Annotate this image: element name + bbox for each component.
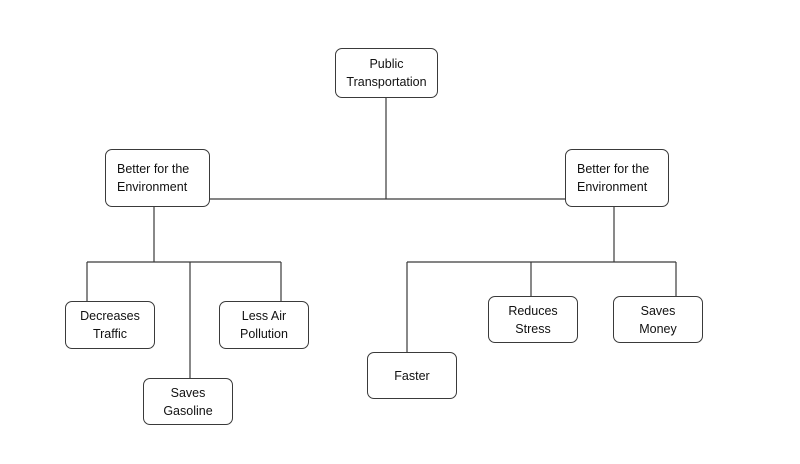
- root-node-public-transportation: Public Transportation: [335, 48, 438, 98]
- leaf-node-label: Faster: [394, 368, 430, 383]
- leaf-node-decreases-traffic: Decreases Traffic: [65, 301, 155, 349]
- branch-node-left: Better for the Environment: [105, 149, 210, 207]
- leaf-node-label: Saves Gasoline: [163, 385, 213, 418]
- root-node-label: Public Transportation: [346, 57, 427, 89]
- branch-node-left-label: Better for the Environment: [117, 162, 190, 194]
- leaf-node-less-air-pollution: Less Air Pollution: [219, 301, 309, 349]
- branch-node-right-label: Better for the Environment: [577, 162, 650, 194]
- branch-node-right: Better for the Environment: [565, 149, 669, 207]
- leaf-node-faster: Faster: [367, 352, 457, 399]
- leaf-node-saves-gasoline: Saves Gasoline: [143, 378, 233, 425]
- leaf-node-label: Decreases Traffic: [80, 309, 140, 341]
- leaf-node-label: Less Air Pollution: [240, 309, 288, 341]
- leaf-node-label: Saves Money: [639, 303, 677, 336]
- leaf-node-reduces-stress: Reduces Stress: [488, 296, 578, 343]
- leaf-node-label: Reduces Stress: [508, 303, 558, 336]
- leaf-node-saves-money: Saves Money: [613, 296, 703, 343]
